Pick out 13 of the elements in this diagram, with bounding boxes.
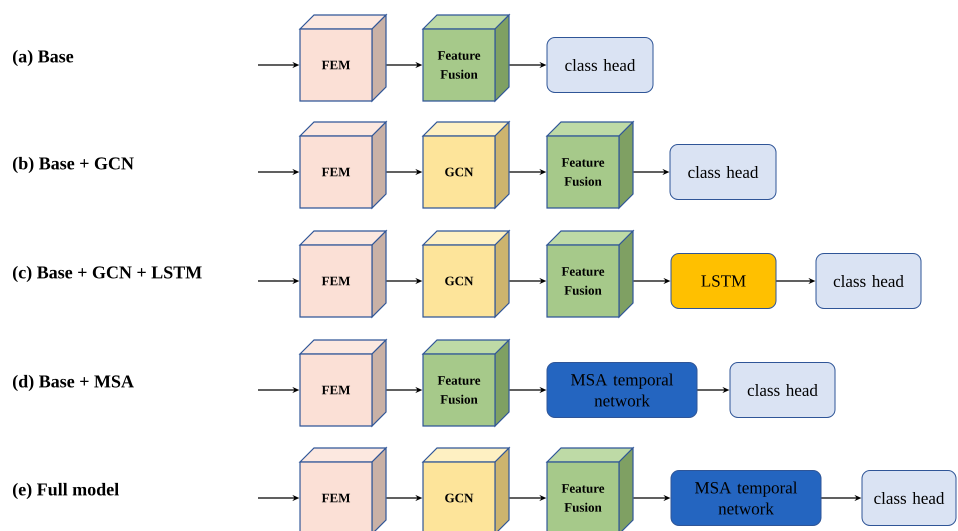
- row-label: (c) Base + GCN + LSTM: [13, 266, 202, 282]
- rounded-box: MSA temporal network: [546, 362, 698, 418]
- rounded-box: class head: [670, 144, 776, 200]
- row-label: (a) Base: [13, 50, 74, 66]
- rounded-box: MSA temporal network: [670, 470, 822, 526]
- rounded-box: class head: [816, 253, 922, 309]
- row-label: (d) Base + MSA: [13, 374, 134, 392]
- row-label: (b) Base + GCN: [13, 156, 134, 174]
- rounded-box: LSTM: [670, 253, 776, 309]
- rounded-box: class head: [862, 470, 956, 526]
- row-label: (e) Full model: [13, 482, 119, 500]
- rounded-box: class head: [546, 37, 654, 93]
- rounded-box: class head: [730, 362, 836, 418]
